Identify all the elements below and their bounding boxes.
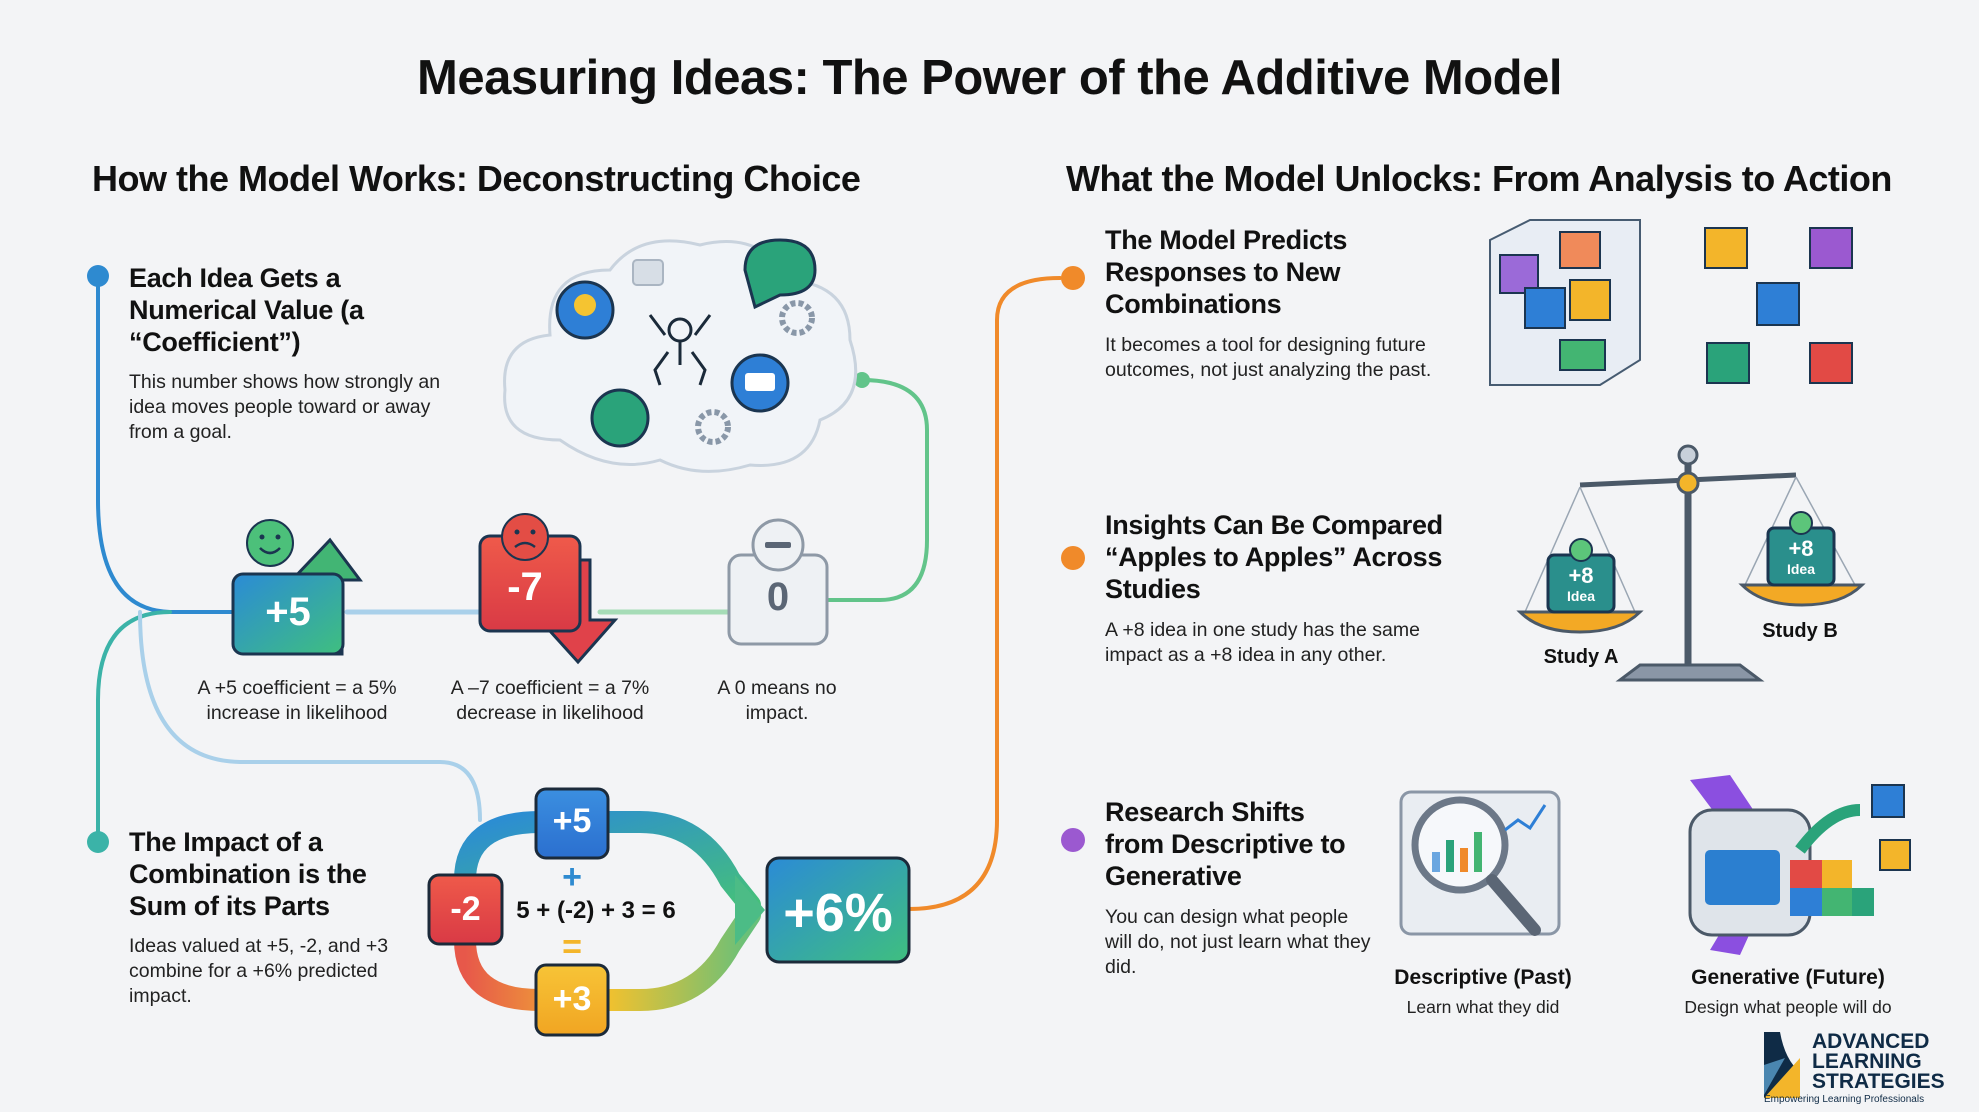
right-section1-heading: The Model Predicts Responses to New Comb… [1105,225,1348,319]
right-section2-dot [1061,546,1085,570]
right-section1-body: It becomes a tool for designing future o… [1105,334,1432,381]
right-section3-body: You can design what people will do, not … [1105,906,1371,978]
section2-body: Ideas valued at +5, -2, and +3 combine f… [129,935,389,1007]
combo-minus2-value: -2 [450,890,481,928]
equals-sign: = [562,928,582,966]
combo-plus5-value: +5 [552,802,592,840]
right-section3-heading: Research Shifts from Descriptive to Gene… [1105,797,1346,891]
minus7-coefficient-icon [478,513,619,665]
plus5-value: +5 [265,590,311,634]
magnifying-glass-chart-icon [1399,790,1561,936]
logo-tagline: Empowering Learning Professionals [1764,1094,1925,1105]
study-b-idea: Idea [1786,561,1815,577]
plus5-coefficient-icon [231,519,363,656]
descriptive-sub: Learn what they did [1406,997,1560,1017]
combo-plus5-box [534,787,610,860]
page-title: Measuring Ideas: The Power of the Additi… [417,51,1562,105]
generative-label: Generative (Future) [1691,966,1885,989]
study-a-idea: Idea [1566,588,1595,604]
combo-plus3-value: +3 [552,980,592,1018]
idea-cloud-illustration [503,238,858,473]
left-column-heading: How the Model Works: Deconstructing Choi… [92,158,861,199]
logo-line1: ADVANCED [1812,1030,1930,1053]
section1-heading: Each Idea Gets a Numerical Value (a “Coe… [129,263,364,357]
combo-minus2-box [427,873,504,946]
right-section2-body: A +8 idea in one study has the same impa… [1105,619,1420,666]
company-logo-mark [1764,1032,1800,1098]
left-connector-lines [96,274,1062,911]
logo-line3: STRATEGIES [1812,1070,1945,1093]
section1-body: This number shows how strongly an idea m… [129,371,441,443]
section2-dot [87,831,109,853]
result-value: +6% [783,883,893,943]
right-section3-dot [1061,828,1085,852]
result-box [765,856,911,964]
zero-value: 0 [766,575,790,619]
plus5-caption: A +5 coefficient = a 5% increase in like… [197,677,397,724]
right-column-heading: What the Model Unlocks: From Analysis to… [1066,158,1892,199]
section1-dot [87,265,109,287]
study-b-value: +8 [1788,536,1814,561]
minus7-value: -7 [507,565,543,609]
descriptive-label: Descriptive (Past) [1394,966,1572,989]
zero-coefficient-icon [727,518,829,646]
equation: 5 + (-2) + 3 = 6 [516,897,676,924]
zero-caption: A 0 means no impact. [717,677,837,724]
company-logo: ADVANCED LEARNING STRATEGIES [1812,1030,1945,1093]
study-b-label: Study B [1762,620,1838,642]
study-a-label: Study A [1543,646,1619,668]
balance-scale-illustration [1516,444,1866,682]
section2-heading: The Impact of a Combination is the Sum o… [129,827,367,921]
cubes-combination-illustration [1489,219,1853,386]
combo-plus3-box [534,963,610,1037]
right-section1-dot [1061,266,1085,290]
generative-sub: Design what people will do [1684,997,1892,1017]
minus7-caption: A –7 coefficient = a 7% decrease in like… [450,677,650,724]
right-section2-heading: Insights Can Be Compared “Apples to Appl… [1105,510,1443,604]
generative-machine-icon [1688,775,1911,955]
plus-sign: + [562,858,582,896]
logo-line2: LEARNING [1812,1050,1922,1073]
study-a-value: +8 [1568,563,1594,588]
